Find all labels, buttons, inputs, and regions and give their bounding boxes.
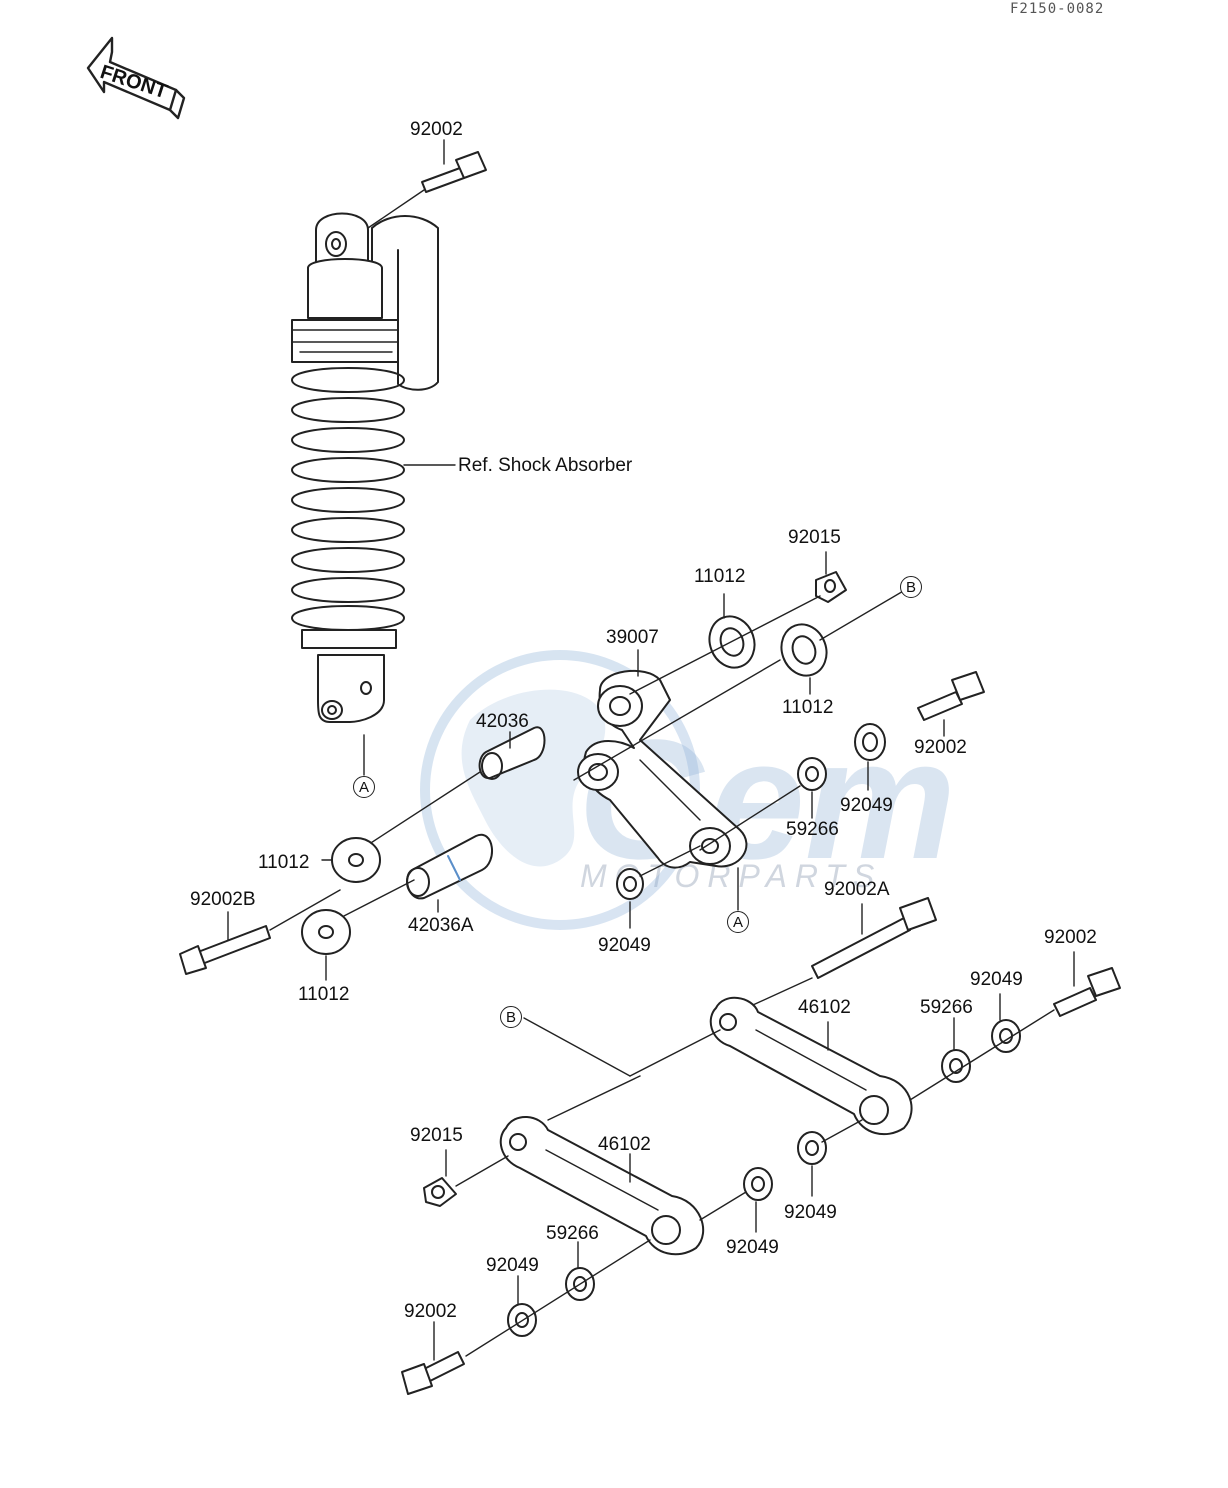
label-46102-b: 46102 [598,1134,651,1155]
label-92049-b: 92049 [598,935,651,956]
front-arrow-icon [86,36,186,120]
label-92049-f: 92049 [486,1255,539,1276]
label-11012-a: 11012 [694,566,746,587]
label-92002-top: 92002 [410,119,463,140]
callout-b-top: B [900,576,922,598]
label-42036a: 42036A [408,915,474,936]
callout-b-link: B [500,1006,522,1028]
label-59266-a: 59266 [786,819,839,840]
label-92002-right: 92002 [914,737,967,758]
diagram-ref-code: F2150-0082 [1010,1,1105,17]
label-92049-d: 92049 [784,1202,837,1223]
label-92049-a: 92049 [840,795,893,816]
label-11012-b: 11012 [782,697,834,718]
linkage-upper [179,551,985,981]
callout-a-top: A [353,776,375,798]
bolt-92002-top [367,139,487,229]
linkage-lower [401,897,1121,1395]
label-92002a: 92002A [824,879,890,900]
label-42036: 42036 [476,711,529,732]
label-ref-shock-absorber: Ref. Shock Absorber [458,455,633,476]
callout-a-link: A [727,911,749,933]
label-46102-a: 46102 [798,997,851,1018]
label-39007: 39007 [606,627,659,648]
label-92015-a: 92015 [788,527,841,548]
label-11012-d: 11012 [298,984,350,1005]
shock-spring [291,367,405,631]
label-11012-c: 11012 [258,852,310,873]
label-92015-b: 92015 [410,1125,463,1146]
label-59266-b: 59266 [920,997,973,1018]
label-92049-c: 92049 [970,969,1023,990]
label-92049-e: 92049 [726,1237,779,1258]
shock-absorber-drawing [291,212,456,776]
label-92002-bottom: 92002 [404,1301,457,1322]
label-92002-far: 92002 [1044,927,1097,948]
label-92002b: 92002B [190,889,256,910]
label-59266-c: 59266 [546,1223,599,1244]
